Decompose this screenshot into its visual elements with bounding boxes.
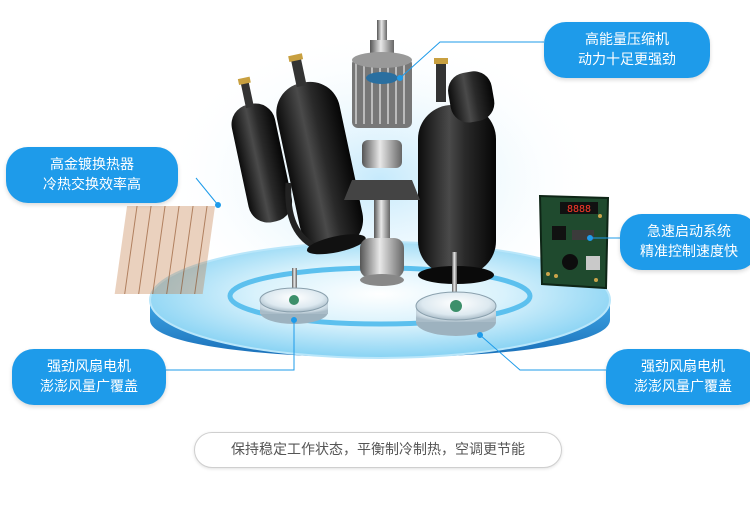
heat-exchanger-callout-line1: 高金镀换热器 bbox=[50, 157, 134, 173]
start-system-callout-line1: 急速启动系统 bbox=[647, 224, 731, 240]
heat-exchanger-callout: 高金镀换热器 冷热交换效率高 bbox=[6, 147, 178, 203]
leader-lines bbox=[132, 41, 620, 371]
board-display: 8888 bbox=[567, 204, 591, 215]
fan-motor-right-callout: 强劲风扇电机 澎澎风量广覆盖 bbox=[606, 349, 750, 405]
fan-motor-right-callout-line2: 澎澎风量广覆盖 bbox=[634, 379, 732, 395]
left-compressor-image bbox=[231, 53, 366, 255]
heat-exchanger-callout-line2: 冷热交换效率高 bbox=[43, 177, 141, 193]
compressor-callout: 高能量压缩机 动力十足更强劲 bbox=[544, 22, 710, 78]
tagline: 保持稳定工作状态，平衡制冷制热，空调更节能 bbox=[194, 432, 562, 468]
compressor-motor-stack bbox=[344, 20, 420, 286]
compressor-callout-line1: 高能量压缩机 bbox=[585, 32, 669, 48]
start-system-callout-line2: 精准控制速度快 bbox=[640, 244, 738, 260]
fan-motor-left-callout-line1: 强劲风扇电机 bbox=[47, 359, 131, 375]
fan-motor-left-callout-line2: 澎澎风量广覆盖 bbox=[40, 379, 138, 395]
right-fan-motor-image bbox=[415, 252, 497, 336]
heat-exchanger-image bbox=[114, 206, 216, 294]
fan-motor-right-callout-line1: 强劲风扇电机 bbox=[641, 359, 725, 375]
compressor-callout-line2: 动力十足更强劲 bbox=[578, 52, 676, 68]
left-fan-motor-image bbox=[259, 268, 329, 324]
start-system-callout: 急速启动系统 精准控制速度快 bbox=[620, 214, 750, 270]
fan-motor-left-callout: 强劲风扇电机 澎澎风量广覆盖 bbox=[12, 349, 166, 405]
control-board-image: 8888 bbox=[538, 194, 610, 290]
